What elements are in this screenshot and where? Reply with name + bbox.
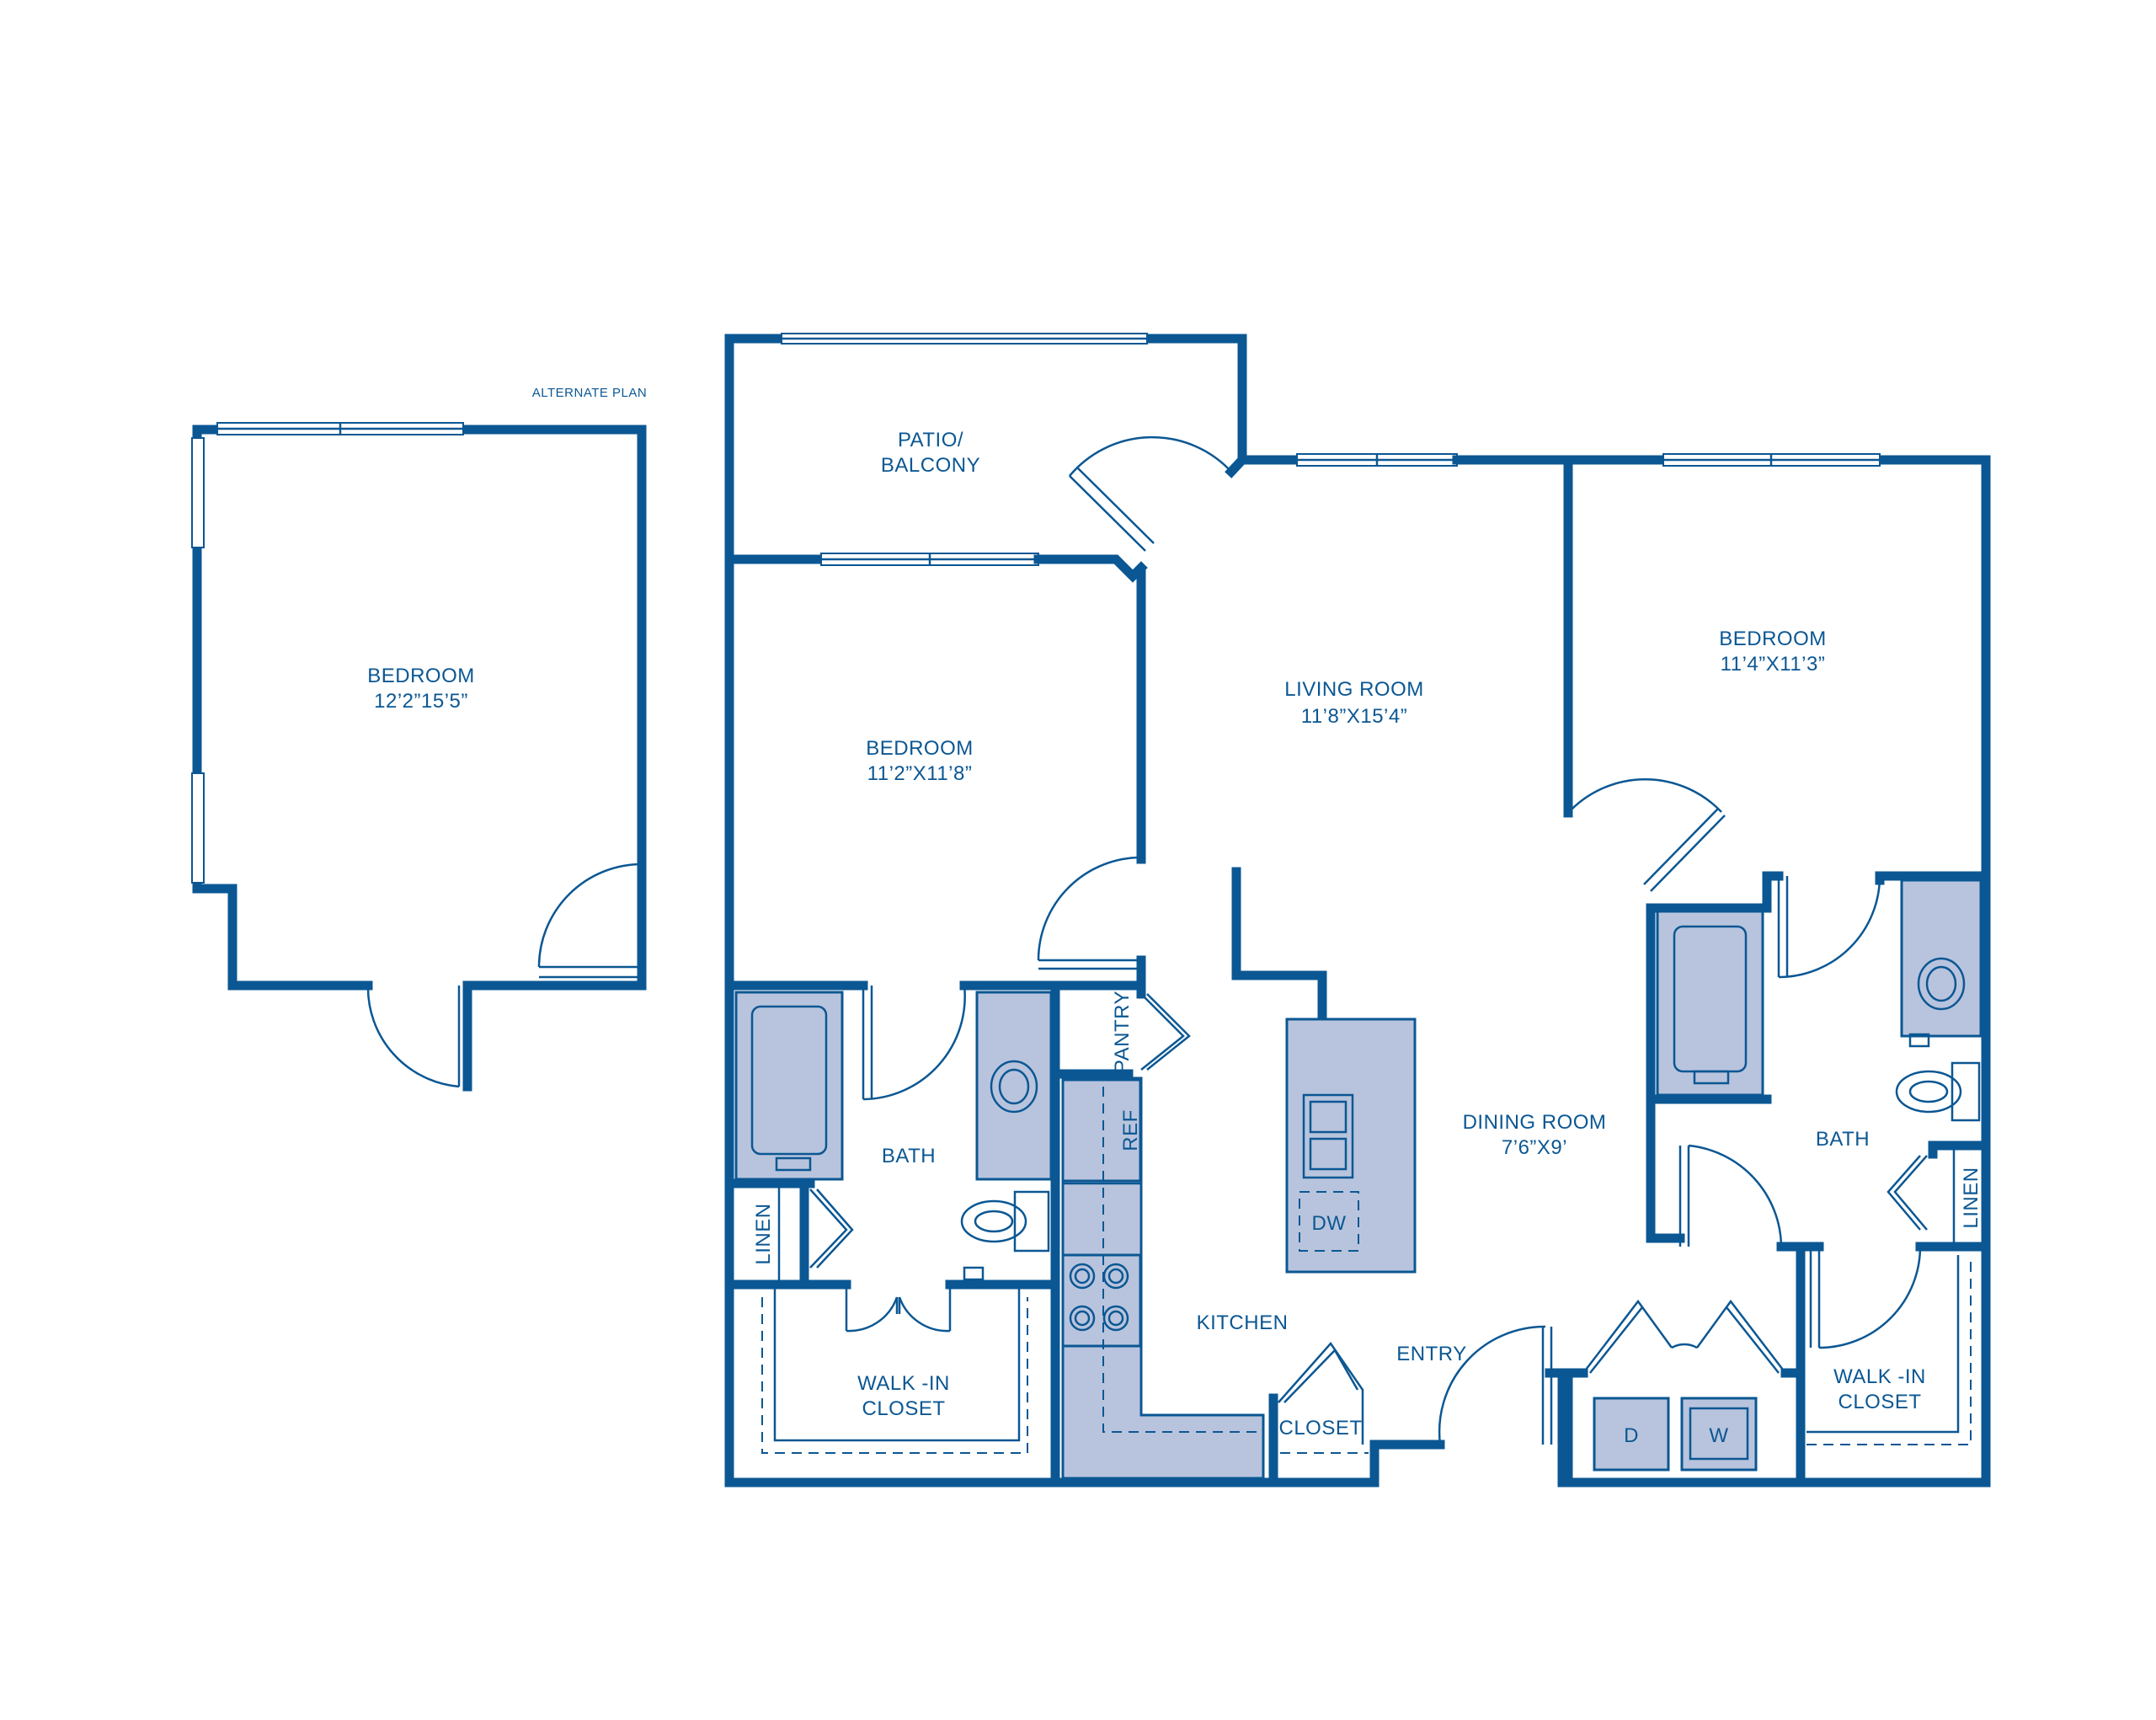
linen-right-label: LINEN [1960, 1167, 1983, 1228]
dishwasher-label: DW [1312, 1212, 1347, 1235]
alt-wall-outer [458, 425, 647, 991]
dryer-label: D [1624, 1424, 1639, 1447]
dryer [1593, 1397, 1670, 1472]
alt-bedroom-name: BEDROOM [367, 665, 475, 687]
toilet-left [960, 1190, 1050, 1281]
linen-left-door [809, 1189, 854, 1269]
dining-room-size: 7’6”X9’ [1502, 1136, 1567, 1159]
sink-right [1900, 879, 1983, 1048]
window-bedroom-right [1662, 453, 1881, 467]
entry-door [1438, 1325, 1553, 1445]
dining-room-name: DINING ROOM [1463, 1111, 1607, 1134]
wall-right-outer [1797, 455, 1991, 1488]
dishwasher-outline [1299, 1191, 1359, 1252]
bath-left-label: BATH [882, 1145, 936, 1167]
living-room-size: 11’8”X15’4” [1301, 705, 1407, 728]
wall-laundry-bottom [1545, 1368, 1807, 1488]
walk-in-left-shelf [761, 1297, 1028, 1454]
walk-in-right-door [1809, 1246, 1922, 1349]
pantry-door [1140, 993, 1191, 1071]
walk-in-right-line1: WALK -IN [1833, 1365, 1926, 1388]
bathtub-right [1656, 910, 1764, 1097]
range [1061, 1253, 1142, 1348]
refrigerator-label: REF [1119, 1109, 1142, 1151]
patio-label-line2: BALCONY [881, 454, 980, 477]
alt-window-top [216, 422, 464, 435]
laundry-doors [1582, 1299, 1786, 1374]
alternate-plan: ALTERNATE PLAN BEDROOM 12’2”15’5” [191, 386, 647, 1092]
bath-right-door-bottom [1678, 1144, 1783, 1247]
walk-in-right-line2: CLOSET [1838, 1391, 1921, 1413]
walk-in-left-line1: WALK -IN [857, 1372, 950, 1395]
closet-label: CLOSET [1278, 1417, 1362, 1440]
bath-left-door [862, 985, 966, 1101]
wall-entry [1268, 1435, 1445, 1488]
window-living [1296, 453, 1458, 467]
walk-in-left-line2: CLOSET [862, 1397, 945, 1420]
bedroom-right-name: BEDROOM [1719, 628, 1827, 650]
alt-bedroom-door [537, 863, 643, 979]
patio-label-line1: PATIO/ [898, 429, 963, 451]
linen-right-door [1886, 1155, 1928, 1231]
sink-left [975, 991, 1053, 1181]
bath-right-label: BATH [1816, 1128, 1870, 1151]
bedroom-right-size: 11’4”X11’3” [1721, 653, 1826, 676]
entry-label: ENTRY [1396, 1343, 1466, 1365]
main-plan: PATIO/ BALCONY BEDROOM 11’2”X11’8” LIVIN… [724, 333, 1991, 1488]
bedroom-left-door [1037, 856, 1142, 970]
wall-left-outer [724, 334, 787, 1488]
pantry-label: PANTRY [1111, 991, 1134, 1073]
walk-in-right-shelf [1806, 1255, 1972, 1445]
bathtub-left [734, 991, 844, 1181]
washer [1680, 1397, 1758, 1472]
washer-label: W [1709, 1424, 1728, 1447]
patio-door [1069, 435, 1232, 552]
closet-door [1278, 1341, 1364, 1445]
bedroom-right-door [1567, 777, 1726, 892]
kitchen-island [1285, 1018, 1417, 1274]
walk-in-left-door [845, 1285, 952, 1333]
bedroom-left-size: 11’2”X11’8” [867, 762, 973, 785]
bath-right-door-top [1777, 875, 1881, 979]
linen-left-label: LINEN [752, 1203, 775, 1264]
bedroom-left-name: BEDROOM [866, 737, 974, 760]
alt-bedroom-size: 12’2”15’5” [374, 690, 468, 713]
window-patio [781, 333, 1148, 345]
wall-patio [1142, 334, 1247, 478]
toilet-right [1895, 1061, 1981, 1122]
refrigerator [1061, 1078, 1142, 1183]
alternate-plan-caption: ALTERNATE PLAN [532, 386, 647, 400]
window-bedroom-left [820, 553, 1039, 566]
living-room-name: LIVING ROOM [1284, 678, 1424, 701]
alt-exterior-door [366, 985, 461, 1088]
alt-window-left [191, 437, 205, 884]
alt-wall-left [192, 425, 373, 991]
kitchen-label: KITCHEN [1197, 1311, 1289, 1334]
